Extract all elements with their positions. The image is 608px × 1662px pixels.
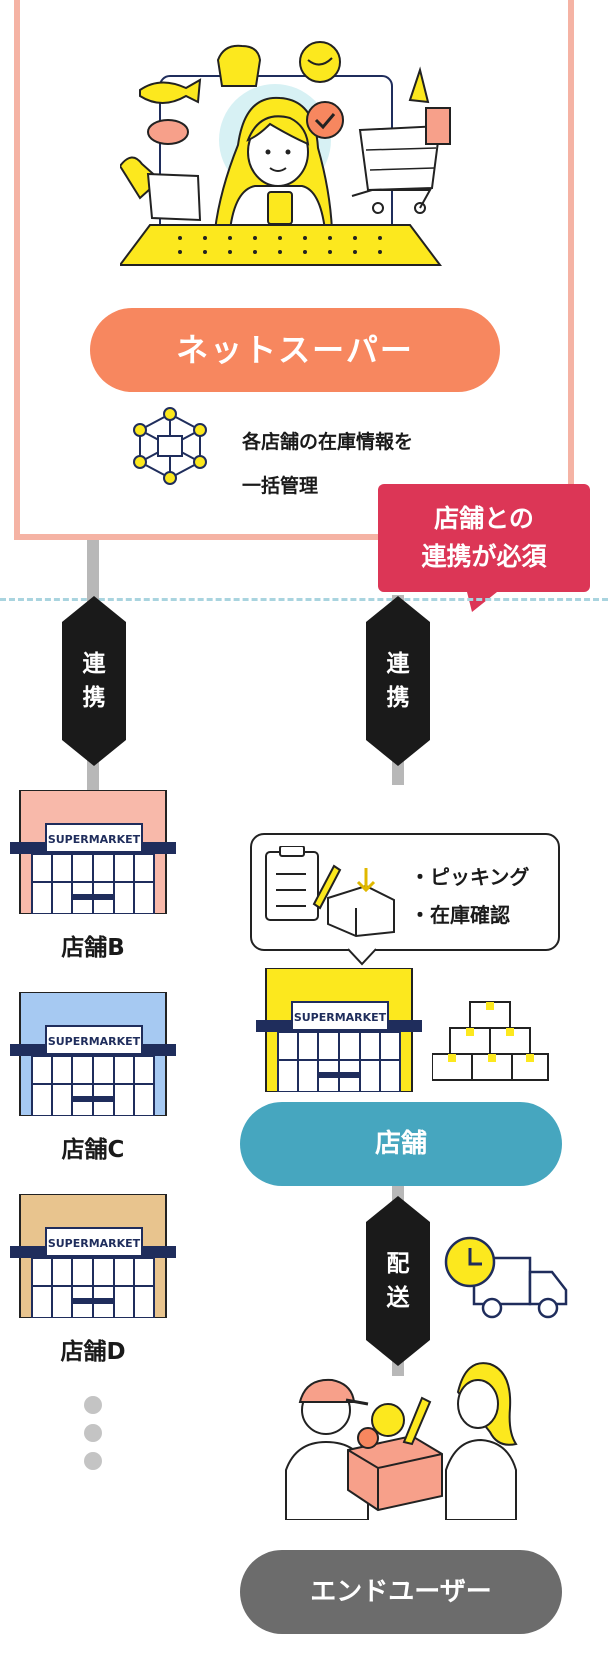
store-b-building: SUPERMARKET: [10, 790, 176, 914]
net-super-illustration: [120, 41, 451, 266]
net-super-description: 各店舗の在庫情報を 一括管理: [242, 431, 414, 497]
store-d-label: 店舗D: [60, 1339, 126, 1365]
bubble-tail: [348, 948, 377, 966]
store-pill: 店舗: [240, 1102, 562, 1186]
store-c-label: 店舗C: [61, 1137, 125, 1163]
store-c-building: SUPERMARKET: [10, 992, 176, 1116]
left-link-badge: 連 携: [62, 596, 126, 766]
more-stores-dot: [84, 1424, 102, 1442]
main-store-building: SUPERMARKET: [256, 968, 422, 1092]
store-c-sign: SUPERMARKET: [48, 1035, 141, 1048]
delivery-badge: 配 送: [366, 1196, 430, 1366]
stacked-boxes-icon: [432, 1001, 549, 1081]
store-d-building: SUPERMARKET: [10, 1194, 176, 1318]
store-d-sign: SUPERMARKET: [48, 1237, 141, 1250]
store-b-label: 店舗B: [61, 935, 125, 961]
inventory-network-icon: [133, 407, 207, 485]
net-super-title: ネットスーパー: [90, 308, 500, 392]
more-stores-dot: [84, 1452, 102, 1470]
right-link-badge: 連 携: [366, 596, 430, 766]
delivery-handover-illustration: [285, 1362, 518, 1520]
store-task-list: ・ピッキング ・在庫確認: [410, 865, 530, 927]
more-stores-dot: [84, 1396, 102, 1414]
store-b-sign: SUPERMARKET: [48, 833, 141, 846]
delivery-truck-icon: [444, 1236, 568, 1319]
clipboard-box-icon: [265, 846, 395, 938]
integration-required-callout: 店舗との 連携が必須: [378, 484, 590, 592]
callout-pointer: [466, 588, 502, 612]
main-store-sign: SUPERMARKET: [294, 1011, 387, 1024]
boundary-divider: [0, 598, 608, 601]
end-user-pill: エンドユーザー: [240, 1550, 562, 1634]
